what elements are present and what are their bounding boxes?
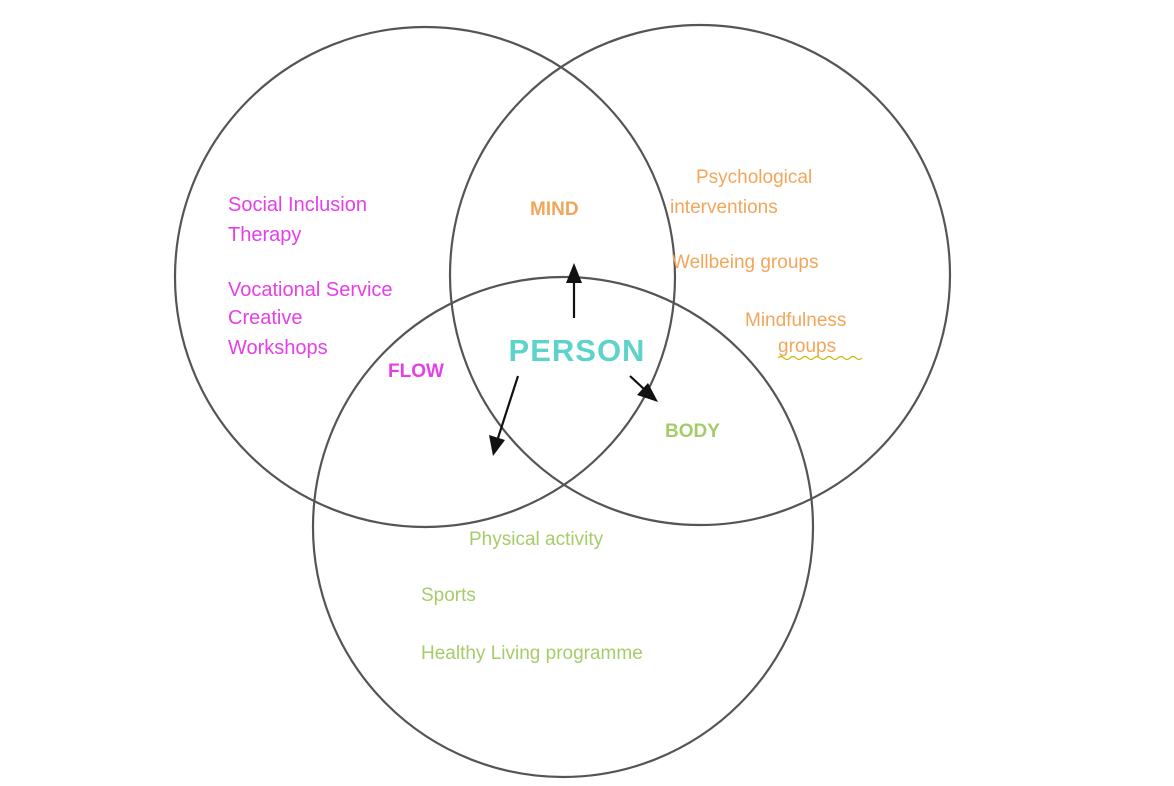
arrow-to-flow [489, 375, 520, 456]
arrow-to-mind [566, 263, 582, 318]
flow-title: FLOW [388, 361, 444, 382]
mind-item: groups [778, 336, 836, 357]
body-item: Healthy Living programme [421, 643, 643, 664]
mind-item: Psychological [696, 167, 812, 188]
person-label: PERSON [509, 333, 646, 368]
flow-item: Social Inclusion [228, 194, 367, 216]
body-item: Sports [421, 585, 476, 606]
mind-circle [448, 23, 952, 527]
arrow-to-body [629, 375, 658, 402]
body-item: Physical activity [469, 529, 604, 550]
flow-item: Workshops [228, 337, 328, 359]
mind-item: Wellbeing groups [672, 252, 818, 273]
flow-item: Therapy [228, 224, 301, 246]
mind-item: interventions [670, 197, 778, 218]
body-circle [311, 275, 815, 779]
body-title: BODY [665, 421, 720, 442]
mind-title: MIND [530, 199, 579, 220]
flow-circle [173, 25, 677, 529]
flow-item: Vocational Service [228, 279, 393, 301]
flow-item: Creative [228, 307, 302, 329]
mind-item: Mindfulness [745, 310, 846, 331]
spellcheck-underline [777, 355, 863, 361]
